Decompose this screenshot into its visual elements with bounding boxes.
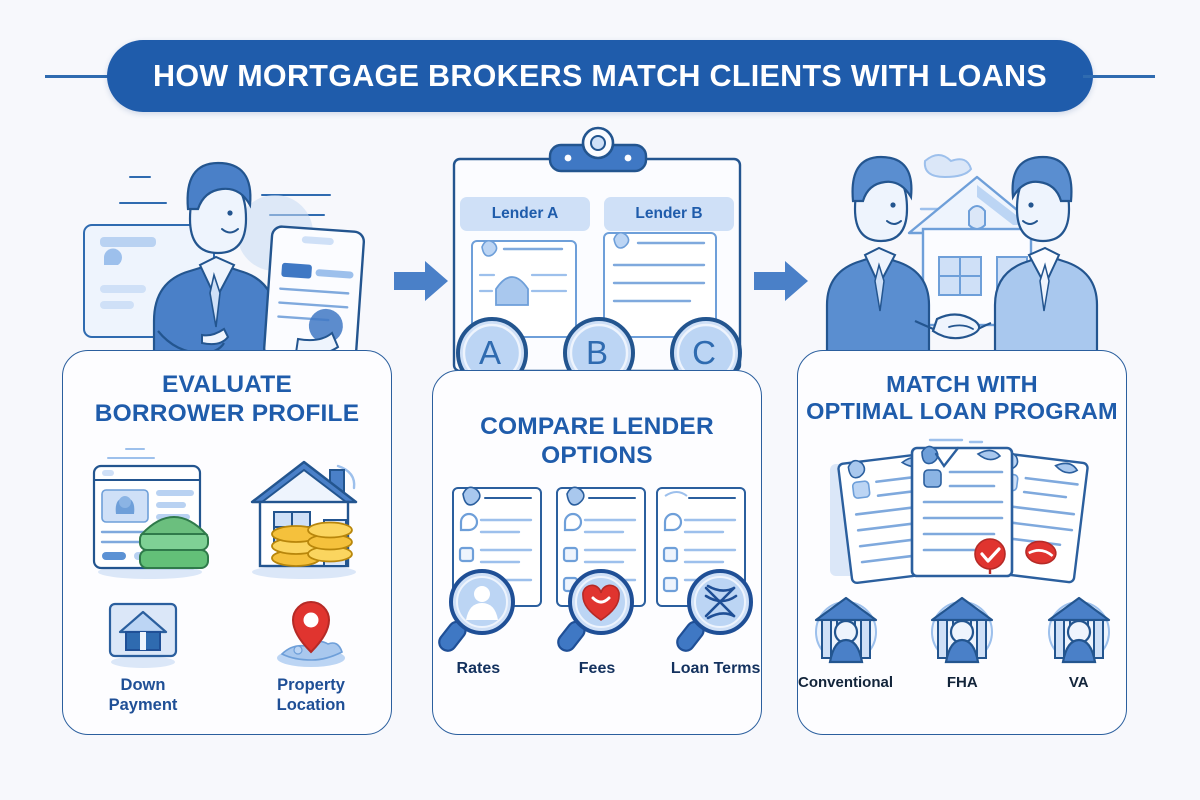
icon-row-compare: Rates Fees bbox=[433, 566, 761, 679]
icon-cell-conventional[interactable]: Conventional bbox=[798, 592, 893, 692]
rates-person-magnifier-icon bbox=[438, 569, 516, 653]
card-title-line-1: EVALUATE bbox=[162, 371, 292, 398]
panels-container: EVALUATE BORROWER PROFILE bbox=[0, 125, 1200, 745]
title-pill: HOW MORTGAGE BROKERS MATCH CLIENTS WITH … bbox=[107, 40, 1093, 112]
lender-tab-row: Lender A Lender B bbox=[460, 197, 734, 231]
icon-label-va: VA bbox=[1068, 673, 1089, 691]
card-title-line-2: OPTIMAL LOAN PROGRAM bbox=[806, 398, 1118, 425]
icon-label-rates: Rates bbox=[456, 660, 501, 678]
house-with-coins-icon bbox=[250, 461, 358, 580]
tab-lender-b[interactable]: Lender B bbox=[604, 197, 734, 231]
title-rule-right bbox=[1083, 74, 1155, 78]
icon-cell-down-payment[interactable]: Down Payment bbox=[87, 596, 199, 715]
icon-row-evaluate: Down Payment Property Location bbox=[63, 596, 391, 715]
down-payment-icon bbox=[108, 603, 178, 669]
icon-label-loan-terms: Loan Terms bbox=[670, 660, 761, 678]
header-title-bar: HOW MORTGAGE BROKERS MATCH CLIENTS WITH … bbox=[0, 40, 1200, 112]
icon-row-match: Conventional FHA bbox=[798, 592, 1126, 692]
card-evaluate-borrower-profile: EVALUATE BORROWER PROFILE bbox=[62, 350, 392, 735]
icon-cell-property-location[interactable]: Property Location bbox=[255, 596, 367, 715]
arrow-step-2-to-3 bbox=[752, 258, 810, 304]
loan-terms-magnifier-icon bbox=[675, 569, 753, 653]
card-match-optimal-loan-program: MATCH WITH OPTIMAL LOAN PROGRAM bbox=[797, 350, 1127, 735]
card-title-line-1: COMPARE LENDER bbox=[480, 413, 714, 440]
arrow-step-1-to-2 bbox=[392, 258, 450, 304]
card-title-line-2: BORROWER PROFILE bbox=[94, 399, 360, 427]
icon-cell-va[interactable]: VA bbox=[1032, 592, 1126, 692]
card-title-line-1: MATCH WITH bbox=[886, 371, 1038, 397]
clipboard-lender-comparison-icon: Lender A Lender B A bbox=[432, 125, 762, 407]
panel-compare-lender-options: Lender A Lender B A bbox=[432, 125, 762, 745]
broker-holding-document-icon bbox=[62, 125, 392, 385]
panel-match-with-optimal-loan-program: MATCH WITH OPTIMAL LOAN PROGRAM bbox=[797, 125, 1127, 745]
icon-label-down-payment: Down Payment bbox=[108, 676, 178, 714]
card-title-compare: COMPARE LENDER OPTIONS bbox=[433, 413, 761, 470]
icon-label-property-location: Property Location bbox=[276, 676, 346, 714]
card-title-evaluate: EVALUATE BORROWER PROFILE bbox=[63, 371, 391, 428]
conventional-loan-icon bbox=[814, 596, 877, 664]
page-title: HOW MORTGAGE BROKERS MATCH CLIENTS WITH … bbox=[153, 58, 1047, 93]
card-title-match: MATCH WITH OPTIMAL LOAN PROGRAM bbox=[798, 371, 1126, 426]
va-loan-icon bbox=[1047, 596, 1110, 664]
handshake-in-front-of-house-icon bbox=[797, 125, 1127, 385]
card-title-line-2: OPTIONS bbox=[541, 441, 653, 469]
icon-cell-rates[interactable]: Rates bbox=[433, 566, 524, 679]
icon-cell-fha[interactable]: FHA bbox=[915, 592, 1009, 692]
panel-evaluate-borrower-profile: EVALUATE BORROWER PROFILE bbox=[62, 125, 392, 745]
title-rule-left bbox=[45, 74, 117, 78]
icon-cell-fees[interactable]: Fees bbox=[552, 566, 643, 679]
icon-label-fees: Fees bbox=[578, 660, 616, 678]
property-location-pin-icon bbox=[277, 601, 345, 668]
tab-lender-a[interactable]: Lender A bbox=[460, 197, 590, 231]
fha-loan-icon bbox=[931, 596, 994, 664]
card-compare-lender-options: COMPARE LENDER OPTIONS bbox=[432, 370, 762, 735]
loan-documents-fan-icon bbox=[830, 438, 1089, 585]
icon-label-conventional: Conventional bbox=[798, 673, 894, 691]
icon-label-fha: FHA bbox=[946, 673, 978, 691]
card-art-match bbox=[798, 436, 1126, 586]
fees-heart-magnifier-icon bbox=[557, 569, 634, 653]
icon-cell-loan-terms[interactable]: Loan Terms bbox=[670, 566, 761, 679]
card-art-evaluate bbox=[63, 434, 391, 584]
borrower-profile-document-icon bbox=[92, 448, 209, 580]
